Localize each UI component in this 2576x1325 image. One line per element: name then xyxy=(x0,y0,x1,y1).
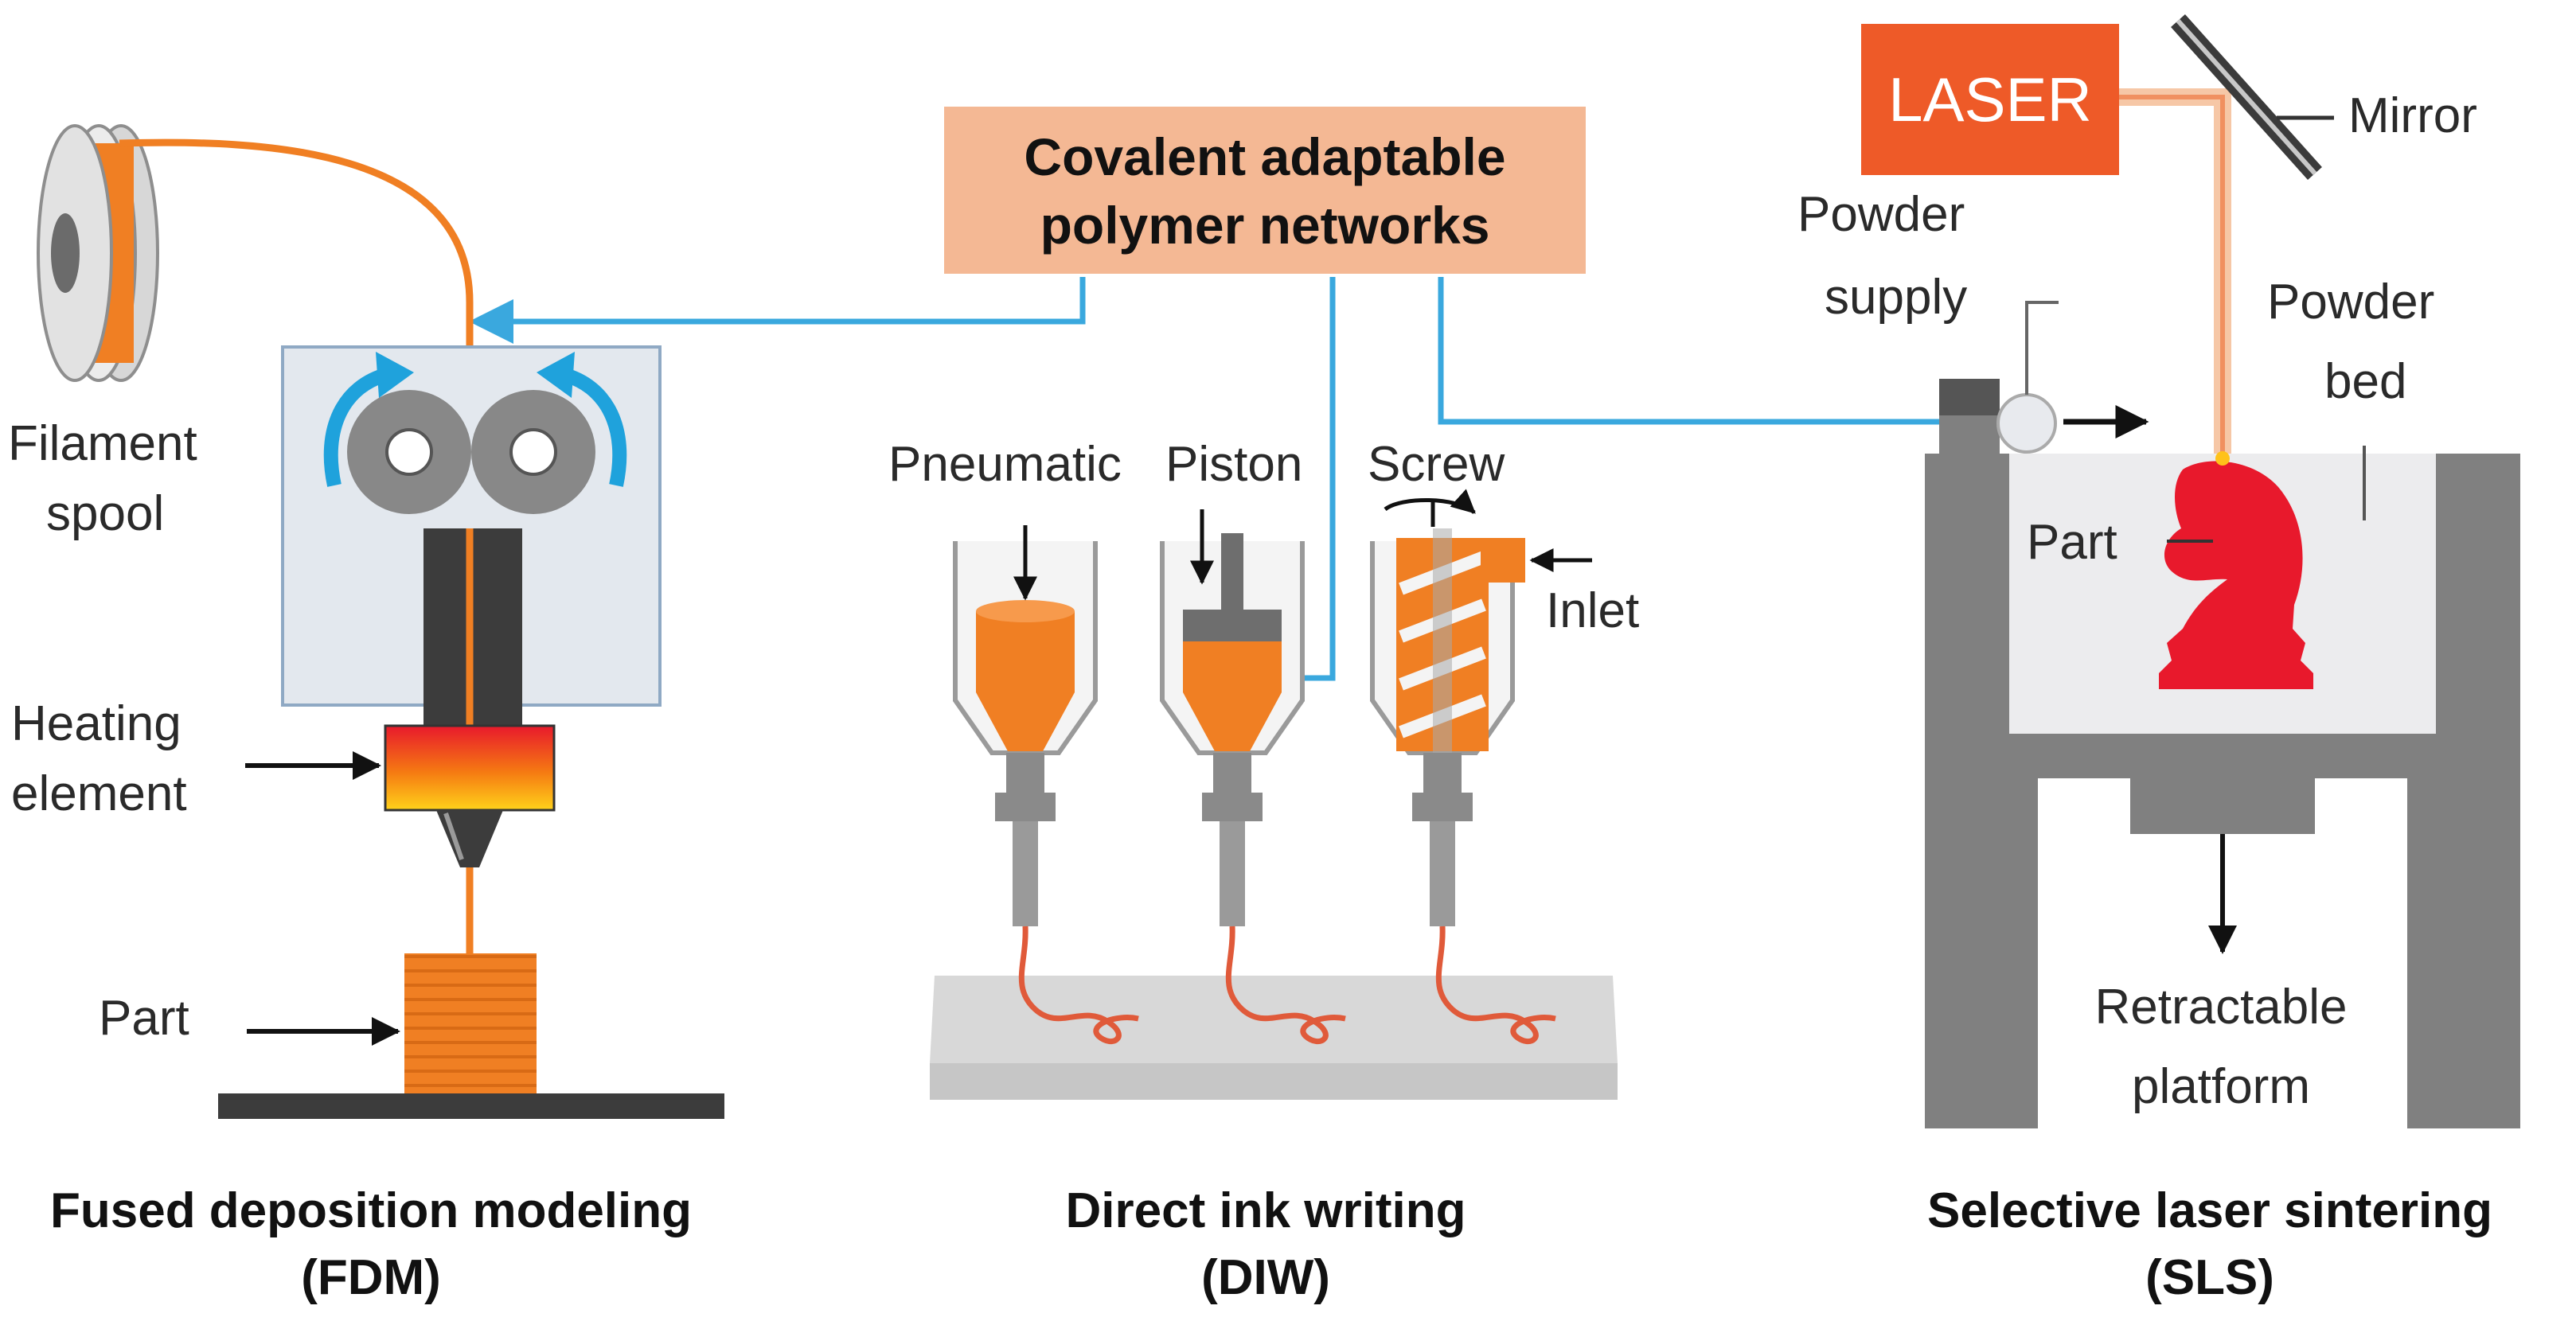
rotation-arrows xyxy=(323,367,627,487)
heating-element xyxy=(384,724,556,812)
rotation-arrowhead-left xyxy=(376,352,414,398)
sls-part-knight xyxy=(2159,461,2313,689)
heating-label-2: element xyxy=(11,766,187,821)
powder-hopper xyxy=(1939,379,2000,415)
header-line-2: polymer networks xyxy=(1040,196,1490,255)
filament-label-2: spool xyxy=(46,486,164,541)
powder-roller xyxy=(1996,393,2057,454)
fdm-caption-1: Fused deposition modeling xyxy=(50,1183,692,1238)
mirror-label: Mirror xyxy=(2348,88,2477,143)
pneumatic-label: Pneumatic xyxy=(888,437,1122,492)
laser-label: LASER xyxy=(1888,64,2092,134)
platform-label-2: platform xyxy=(2132,1059,2310,1114)
bed-floor xyxy=(2009,734,2436,778)
header-box: Covalent adaptable polymer networks xyxy=(944,107,1586,274)
fdm-part-label: Part xyxy=(99,991,189,1046)
heating-label-1: Heating xyxy=(11,696,181,751)
filament-spool xyxy=(37,124,159,382)
platform-label-1: Retractable xyxy=(2094,980,2347,1035)
fdm-section: Filament spool Heating element Part Fuse… xyxy=(8,124,724,1305)
sls-caption-2: (SLS) xyxy=(2145,1250,2274,1305)
powder-bed-label-1: Powder xyxy=(2267,275,2434,329)
syringe-piston xyxy=(1160,509,1346,1045)
sinter-point xyxy=(2215,451,2230,466)
build-plate xyxy=(218,1093,724,1119)
left-wall xyxy=(1925,454,2009,1128)
piston-label: Piston xyxy=(1165,437,1302,492)
inlet-label: Inlet xyxy=(1546,583,1639,638)
drive-gears xyxy=(347,390,595,514)
sls-part-label: Part xyxy=(2027,515,2117,570)
fdm-caption-2: (FDM) xyxy=(301,1250,441,1305)
rotation-arrowhead-right xyxy=(537,352,575,398)
right-leg xyxy=(2407,778,2436,1128)
left-leg xyxy=(2009,778,2038,1128)
fdm-part xyxy=(404,953,537,1093)
diw-section: Pneumatic Piston Screw Inlet Direct ink … xyxy=(888,437,1639,1305)
sls-section: LASER Mirror Powder supply Powder bed Pa… xyxy=(1797,14,2520,1305)
syringe-pneumatic xyxy=(953,525,1139,1045)
syringe-screw xyxy=(1370,489,1592,1045)
right-wall xyxy=(2436,454,2520,1128)
sls-caption-1: Selective laser sintering xyxy=(1927,1183,2492,1238)
laser-beam xyxy=(2117,95,2225,454)
powder-supply-label-1: Powder xyxy=(1797,187,1965,242)
powder-supply-label-2: supply xyxy=(1825,270,1967,325)
diw-caption-1: Direct ink writing xyxy=(1066,1183,1466,1238)
screw-label: Screw xyxy=(1368,437,1505,492)
arrow-to-sls xyxy=(1438,277,2012,444)
arrow-to-fdm xyxy=(469,277,1086,344)
laser-box xyxy=(1861,24,2119,175)
diw-caption-2: (DIW) xyxy=(1201,1250,1330,1305)
filament-label-1: Filament xyxy=(8,416,197,471)
filament-strand xyxy=(119,138,474,959)
header-line-1: Covalent adaptable xyxy=(1024,127,1505,186)
powder-bed-label-2: bed xyxy=(2324,354,2406,409)
nozzle xyxy=(436,810,503,867)
laser-beam-glow xyxy=(2117,88,2231,454)
platform-piston xyxy=(2130,778,2315,834)
